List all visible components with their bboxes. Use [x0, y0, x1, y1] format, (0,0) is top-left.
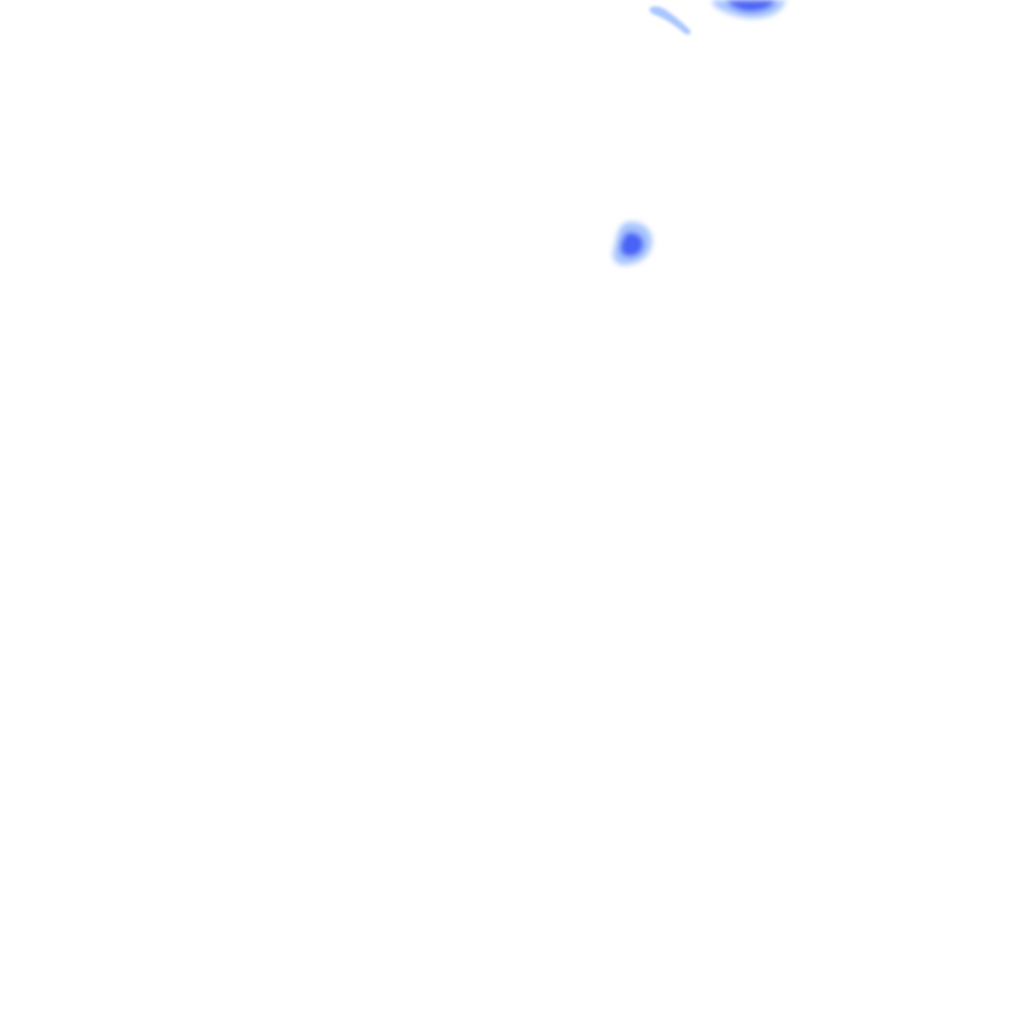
precip-cell-isolated [612, 221, 653, 266]
precip-cell-top-right [712, 0, 786, 19]
precip-streak-top [649, 6, 691, 35]
